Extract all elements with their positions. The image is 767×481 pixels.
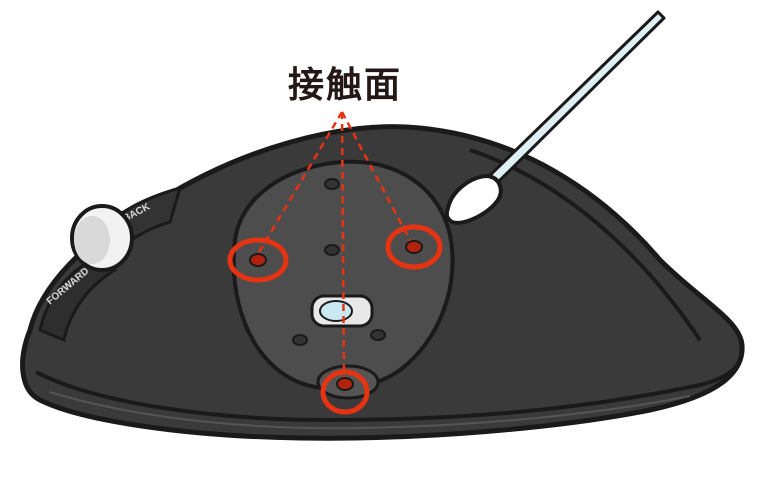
contact-marker-right xyxy=(385,224,443,270)
swab-tip xyxy=(444,173,503,225)
contact-surface-label: 接触面 xyxy=(287,65,402,106)
contact-marker-bottom xyxy=(320,369,370,415)
pointer-lines xyxy=(256,111,414,383)
socket-dots xyxy=(292,178,386,346)
mouse-bottom-rim xyxy=(35,359,742,423)
contact-marker-left xyxy=(227,237,289,283)
cotton-swab xyxy=(444,10,666,225)
